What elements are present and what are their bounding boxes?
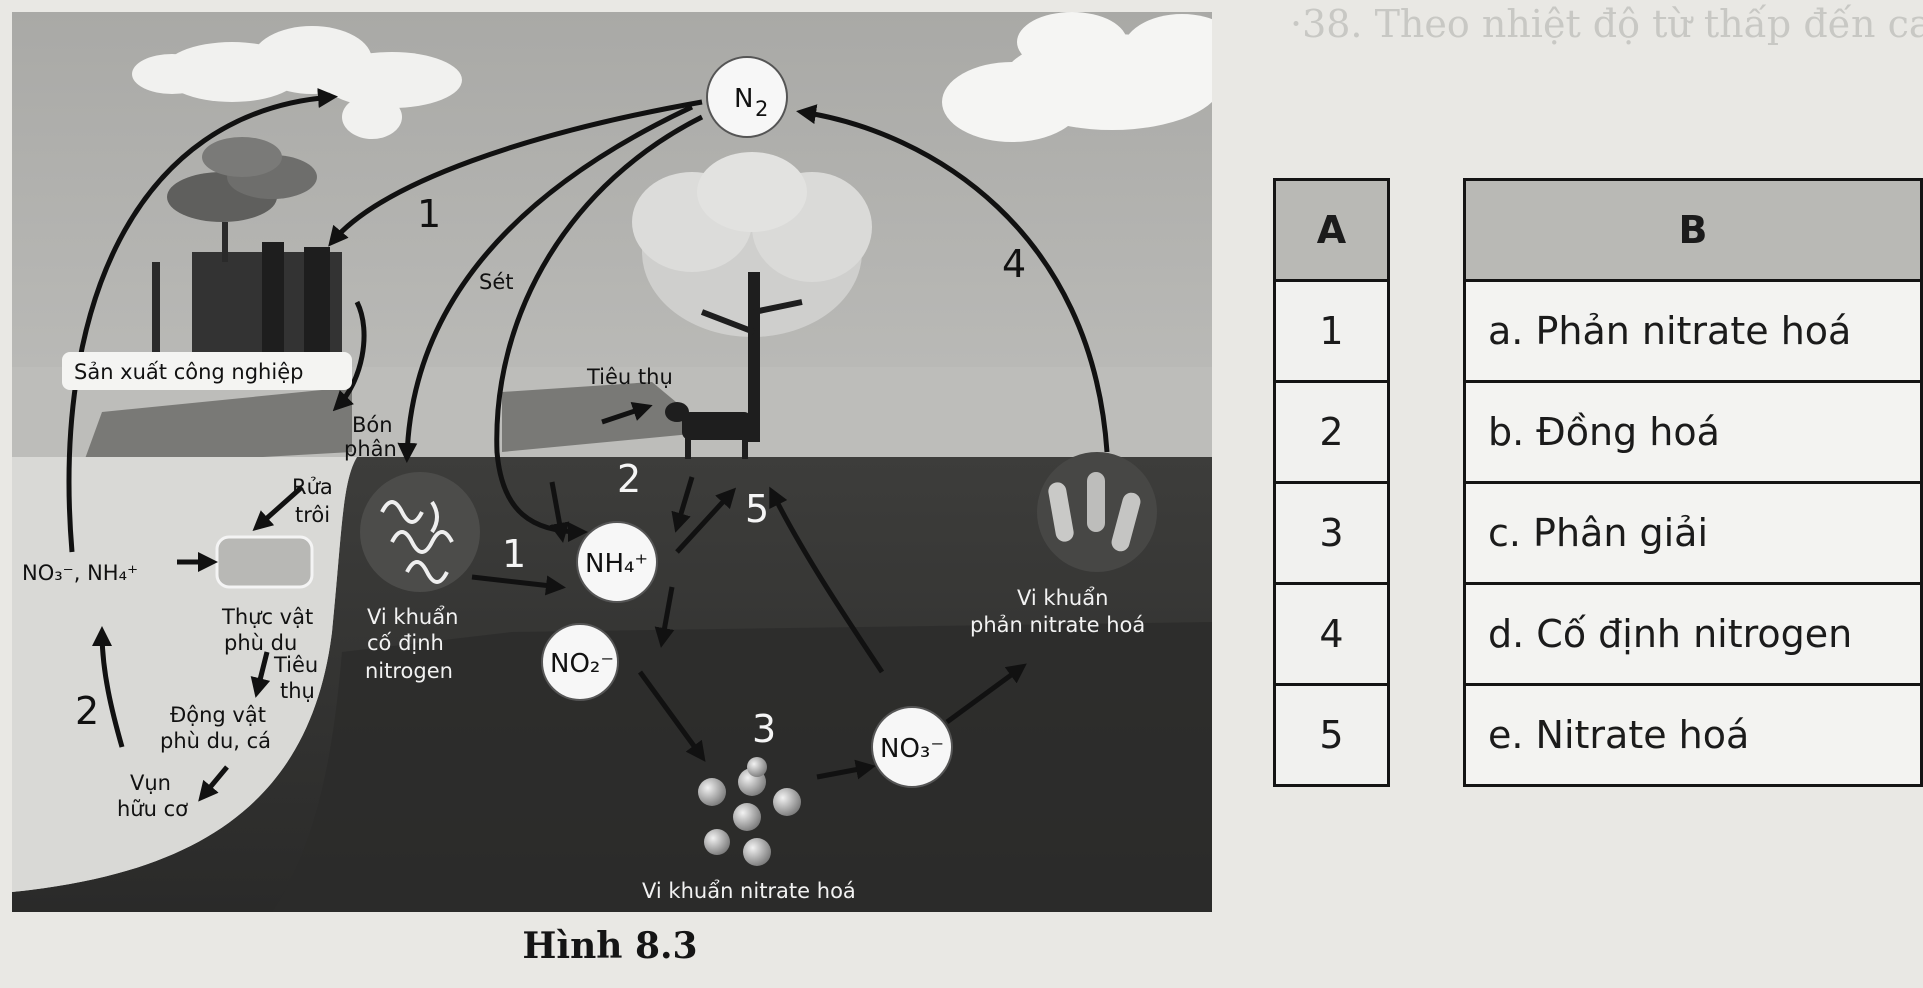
table-a-cell: 4 (1275, 584, 1389, 685)
step-number: 1 (502, 532, 526, 576)
step-number: 2 (75, 689, 99, 733)
table-b-cell: c. Phân giải (1465, 483, 1922, 584)
table-b-cell: b. Đồng hoá (1465, 382, 1922, 483)
nh4-label: NH₄⁺ (585, 549, 648, 579)
table-a-header: A (1275, 180, 1389, 281)
no2-label: NO₂⁻ (550, 649, 614, 679)
fertilizer-label: phân (344, 437, 397, 461)
detritus-label: hữu cơ (117, 797, 188, 821)
table-b: B a. Phản nitrate hoá b. Đồng hoá c. Phâ… (1463, 178, 1923, 787)
table-b-cell: a. Phản nitrate hoá (1465, 281, 1922, 382)
plankton-label: Thực vật (221, 605, 313, 629)
consume-label: thụ (280, 679, 315, 703)
zooplankton-label: Động vật (170, 703, 266, 727)
step-number: 3 (752, 707, 776, 751)
zooplankton-label: phù du, cá (160, 729, 271, 753)
figure-caption: Hình 8.3 (500, 925, 720, 967)
runoff-label: Rửa (292, 475, 333, 499)
lightning-label: Sét (479, 270, 513, 294)
no3-label: NO₃⁻ (880, 734, 944, 764)
consume-label: Tiêu (273, 653, 318, 677)
plankton-box (217, 537, 312, 587)
n2-label: N (734, 84, 753, 114)
table-b-cell: e. Nitrate hoá (1465, 685, 1922, 786)
table-b-header: B (1465, 180, 1922, 281)
table-a-cell: 5 (1275, 685, 1389, 786)
runoff-label: trôi (295, 503, 330, 527)
fixing-bacteria-label: cố định (367, 631, 444, 655)
fixing-bacteria-label: Vi khuẩn (367, 605, 458, 629)
ions-label: NO₃⁻, NH₄⁺ (22, 561, 138, 585)
nitrifying-bacteria-label: Vi khuẩn nitrate hoá (642, 879, 856, 903)
step-number: 5 (745, 487, 769, 531)
detritus-label: Vụn (130, 771, 171, 795)
consumption-label: Tiêu thụ (586, 365, 673, 389)
step-number: 1 (417, 192, 441, 236)
table-a-cell: 2 (1275, 382, 1389, 483)
denitrifying-bacteria-label: phản nitrate hoá (970, 613, 1145, 637)
fixing-bacteria-label: nitrogen (365, 659, 453, 683)
nitrogen-fixing-bacteria (360, 472, 480, 592)
fertilizer-label: Bón (352, 413, 393, 437)
table-a: A 1 2 3 4 5 (1273, 178, 1390, 787)
plankton-label: phù du (224, 631, 297, 655)
n2-subscript: 2 (755, 97, 768, 121)
denitrifying-bacteria (1037, 452, 1157, 572)
table-b-cell: d. Cố định nitrogen (1465, 584, 1922, 685)
step-number: 4 (1002, 242, 1026, 286)
table-a-cell: 1 (1275, 281, 1389, 382)
background-text: ·38. Theo nhiệt độ từ thấp đến cao (1290, 2, 1923, 46)
step-number: 2 (617, 457, 641, 501)
denitrifying-bacteria-label: Vi khuẩn (1017, 586, 1108, 610)
industry-label: Sản xuất công nghiệp (74, 360, 303, 384)
nitrogen-cycle-diagram: N 2 NH₄⁺ NO₂⁻ NO₃⁻ Sét Sản xuất công ngh… (12, 12, 1212, 912)
table-a-cell: 3 (1275, 483, 1389, 584)
